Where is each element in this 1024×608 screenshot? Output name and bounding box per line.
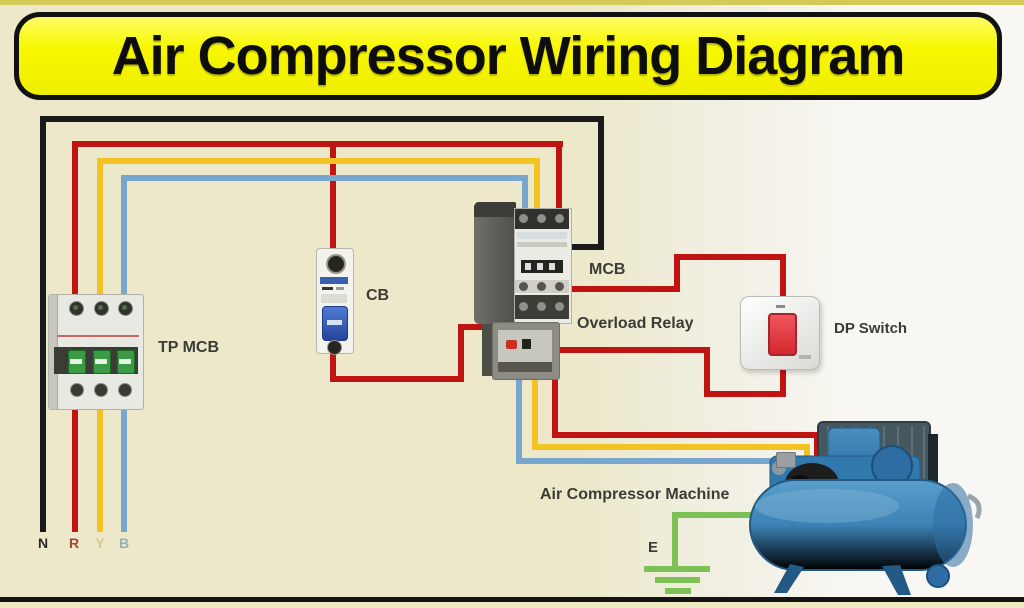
tp-mcb-terminal (118, 383, 132, 397)
earth-symbol-bar2 (655, 577, 700, 583)
wire-red-relay-to-switch-v1 (704, 351, 710, 397)
wire-yellow-to-motor-h (532, 444, 810, 450)
wire-red-bus-h (72, 141, 563, 147)
wire-yellow-relay-out-v (532, 366, 538, 450)
wire-neutral-top-h (40, 116, 604, 122)
wire-red-switch-bottom-v (780, 360, 786, 394)
tp-mcb-device (48, 294, 144, 410)
tp-mcb-toggle (93, 350, 111, 374)
wire-red-cb-out-h (330, 376, 464, 382)
contactor-label: MCB (589, 261, 626, 278)
motor-connector (776, 452, 796, 468)
phase-tag-y: Y (95, 535, 105, 551)
page-title: Air Compressor Wiring Diagram (111, 26, 906, 86)
wire-yellow-to-contactor-v (534, 162, 540, 214)
wire-red-to-contactor-v (556, 147, 562, 214)
tp-mcb-terminal (118, 301, 133, 316)
wire-neutral-left-v (40, 116, 46, 532)
cb-brand-strip (320, 277, 348, 284)
wire-red-switch-top-v (780, 258, 786, 300)
contactor-side (474, 202, 516, 324)
wire-red-contactor-to-switch-v1 (674, 254, 680, 292)
tp-mcb-terminal (70, 383, 84, 397)
wire-red-to-motor-h (552, 432, 820, 438)
tp-mcb-label: TP MCB (158, 339, 220, 356)
wire-red-contactor-to-switch-h2 (674, 254, 786, 260)
wire-earth-h (672, 512, 752, 518)
wire-red-cb-out-v (330, 346, 336, 382)
title-banner: Air Compressor Wiring Diagram (14, 12, 1002, 100)
compressor-label: Air Compressor Machine (540, 486, 730, 503)
dp-switch-label: DP Switch (834, 320, 908, 337)
cb-label: CB (366, 287, 390, 304)
wire-neutral-drop-v (598, 116, 604, 250)
tp-mcb-terminal (94, 301, 109, 316)
wire-red-relay-to-switch-h1 (560, 347, 710, 353)
wire-blue-relay-out-v (516, 366, 522, 462)
wire-yellow-bus-h (97, 158, 540, 164)
overload-relay-stop-button (522, 339, 531, 349)
wire-red-relay-to-switch-h2 (704, 391, 786, 397)
contactor-assembly (474, 198, 572, 380)
top-edge-strip (0, 0, 1024, 5)
cb-terminal-top (326, 254, 346, 274)
wire-blue-to-contactor-v (522, 179, 528, 214)
contactor-indicator-window (521, 260, 563, 273)
cb-device (316, 248, 354, 355)
earth-symbol-bar3 (665, 588, 691, 594)
wire-red-to-cb-v (330, 147, 336, 250)
phase-tag-b: B (118, 535, 130, 551)
bottom-border (0, 597, 1024, 602)
wire-red-relay-out-v (552, 368, 558, 438)
earth-symbol-bar1 (644, 566, 710, 572)
cb-terminal-bottom (327, 340, 342, 355)
phase-tag-r: R (68, 535, 80, 551)
wire-red-into-relay-h (458, 324, 502, 330)
cb-toggle (322, 306, 348, 341)
air-compressor-image (749, 421, 982, 595)
dp-switch-rocker (768, 313, 797, 356)
wire-earth-v (672, 512, 678, 570)
tp-mcb-toggle (117, 350, 135, 374)
wire-neutral-to-contactor-h (566, 244, 604, 250)
overload-relay-label: Overload Relay (577, 315, 694, 332)
tp-mcb-marking (57, 335, 139, 337)
overload-relay-reset-button (506, 340, 517, 349)
overload-relay-terminals (498, 362, 552, 372)
tp-mcb-terminal (94, 383, 108, 397)
tp-mcb-toggle (68, 350, 86, 374)
bottom-edge-strip (0, 602, 1024, 608)
earth-label: E (648, 539, 659, 556)
wire-blue-bus-h (121, 175, 528, 181)
wire-blue-to-motor-h (516, 458, 788, 464)
wire-red-contactor-to-switch-h1 (562, 286, 680, 292)
phase-tag-n: N (37, 535, 49, 551)
wire-red-up-to-relay-v (458, 324, 464, 382)
dp-switch-device (740, 296, 820, 370)
tp-mcb-terminal (69, 301, 84, 316)
